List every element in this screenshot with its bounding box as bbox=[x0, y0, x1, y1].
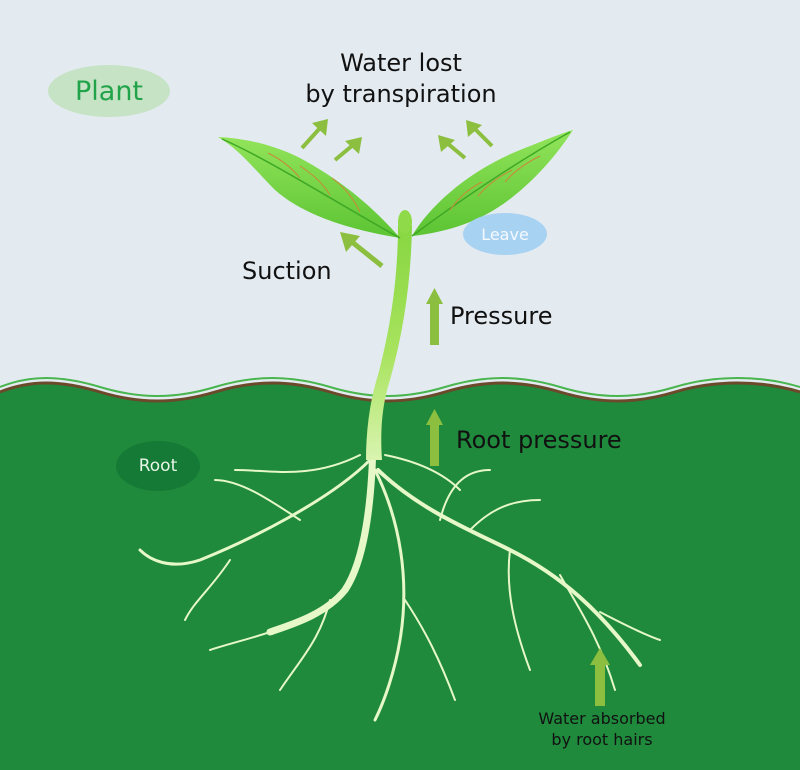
left-leaf-vein bbox=[267, 152, 361, 213]
root-branch bbox=[184, 559, 231, 621]
root-branch bbox=[384, 454, 461, 491]
root-branch bbox=[439, 469, 491, 521]
arrow-diagonal-icon bbox=[340, 232, 384, 268]
arrow-up-icon bbox=[426, 409, 443, 466]
right-leaf-vein bbox=[411, 131, 571, 237]
stem bbox=[366, 222, 412, 460]
root-branch bbox=[279, 599, 331, 691]
water-absorbed-line1: Water absorbed bbox=[538, 709, 666, 728]
root-branch bbox=[507, 549, 531, 671]
left-leaf bbox=[218, 137, 401, 239]
grass-line bbox=[0, 377, 800, 397]
suction-label: Suction bbox=[242, 257, 332, 285]
soil-border bbox=[0, 381, 800, 403]
root-branch bbox=[404, 599, 456, 701]
root-branch bbox=[234, 454, 361, 473]
transpiration-label-line2: by transpiration bbox=[305, 80, 497, 108]
right-leaf-blade bbox=[412, 130, 573, 236]
root-branch bbox=[138, 458, 372, 566]
root-branch bbox=[373, 468, 406, 722]
vertical-arrows bbox=[426, 288, 610, 706]
pressure-label: Pressure bbox=[450, 302, 553, 330]
root-branch bbox=[599, 611, 661, 641]
root-branch bbox=[559, 574, 616, 691]
plant-badge-label: Plant bbox=[74, 75, 144, 107]
leave-badge: Leave bbox=[463, 213, 547, 255]
arrow-diagonal-icon bbox=[300, 119, 328, 150]
root-badge: Root bbox=[116, 441, 200, 491]
root-badge-label: Root bbox=[138, 456, 178, 476]
arrow-diagonal-icon bbox=[438, 135, 467, 160]
right-leaf bbox=[411, 130, 573, 237]
arrow-diagonal-icon bbox=[333, 137, 362, 162]
transpiration-arrows bbox=[300, 119, 494, 268]
arrow-up-icon bbox=[590, 648, 610, 706]
roots bbox=[138, 436, 661, 722]
root-branch bbox=[214, 479, 301, 521]
water-absorbed-label: Water absorbed by root hairs bbox=[508, 708, 696, 750]
root-branch bbox=[469, 499, 541, 531]
arrow-diagonal-icon bbox=[466, 120, 494, 148]
bud bbox=[398, 210, 412, 234]
left-leaf-vein bbox=[221, 138, 401, 239]
root-pressure-label: Root pressure bbox=[456, 426, 622, 454]
transpiration-label: Water lost by transpiration bbox=[290, 48, 512, 110]
plant-badge: Plant bbox=[48, 65, 170, 117]
leave-badge-label: Leave bbox=[481, 224, 529, 244]
root-branch bbox=[209, 609, 321, 651]
water-absorbed-line2: by root hairs bbox=[551, 730, 653, 749]
right-leaf-vein bbox=[449, 155, 541, 211]
arrow-up-icon bbox=[426, 288, 443, 345]
transpiration-label-line1: Water lost bbox=[340, 49, 462, 77]
